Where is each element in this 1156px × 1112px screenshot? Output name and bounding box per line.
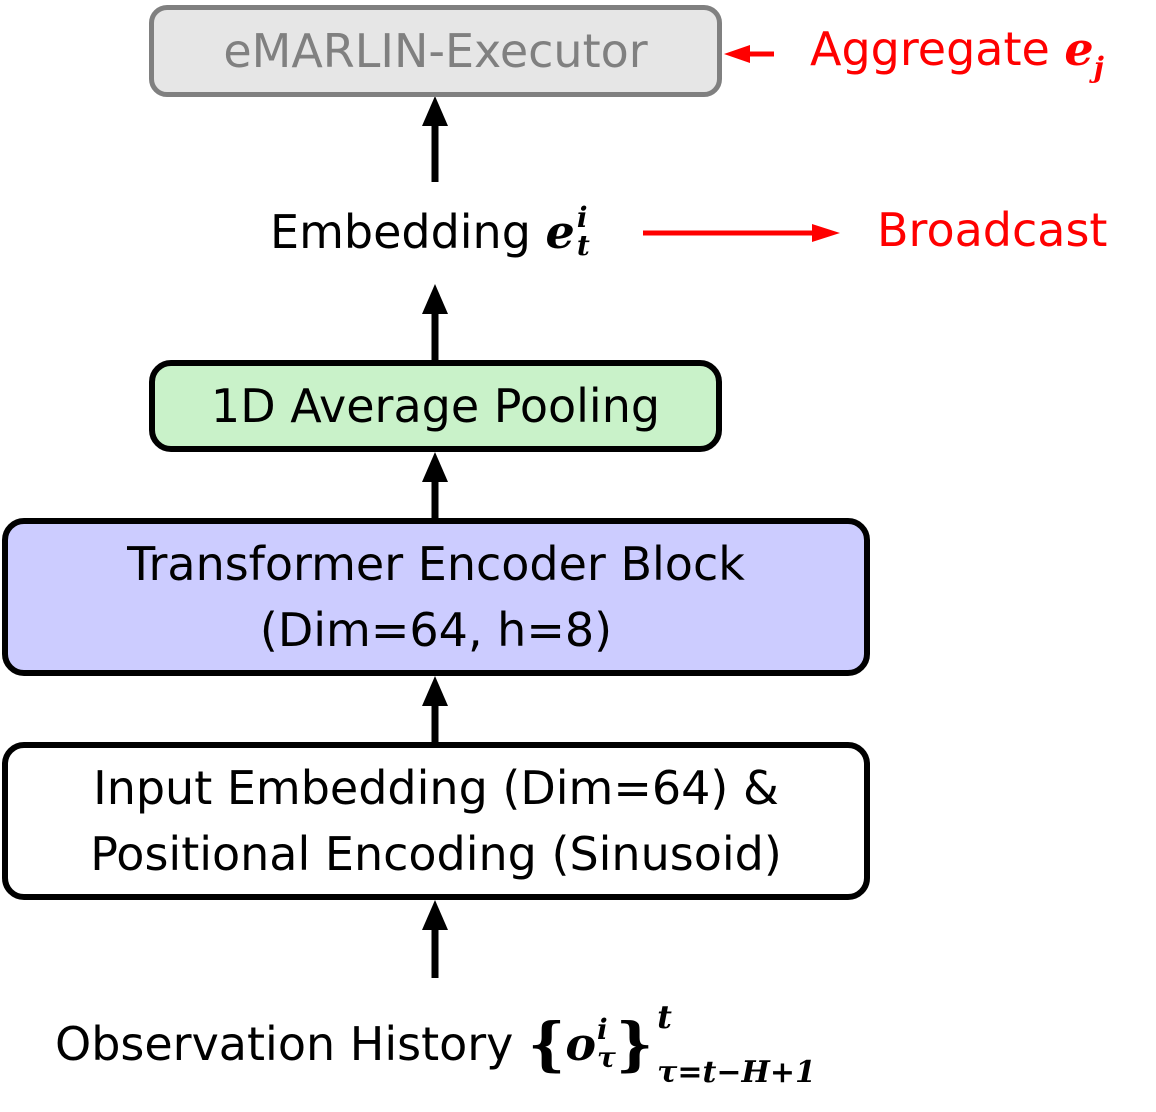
executor-box: eMARLIN-Executor: [149, 5, 722, 97]
aggregate-label: Aggregate ej: [810, 22, 1104, 84]
embedding-sub: t: [576, 228, 590, 262]
arrowhead-broadcast: [812, 224, 840, 242]
arrowhead-observation-to-input: [422, 900, 448, 930]
input-line2: Positional Encoding (Sinusoid): [90, 827, 782, 881]
input-embedding-box: Input Embedding (Dim=64) & Positional En…: [2, 742, 870, 900]
broadcast-label: Broadcast: [877, 203, 1108, 257]
arrowhead-embedding-to-executor: [422, 96, 448, 126]
arrowhead-aggregate: [724, 45, 750, 63]
observation-sub: τ: [597, 1041, 616, 1074]
observation-open-brace: {: [528, 1010, 566, 1078]
pooling-label: 1D Average Pooling: [210, 379, 661, 433]
pooling-box: 1D Average Pooling: [149, 360, 722, 452]
executor-label: eMARLIN-Executor: [223, 24, 648, 78]
arrowhead-input-to-transformer: [422, 676, 448, 706]
arrowhead-pooling-to-embedding: [422, 284, 448, 314]
observation-text: Observation History: [55, 1017, 529, 1071]
transformer-box: Transformer Encoder Block (Dim=64, h=8): [2, 518, 870, 676]
embedding-text: Embedding: [270, 205, 546, 259]
observation-lower: τ=t−H+1: [657, 1055, 816, 1090]
observation-close-brace: }: [615, 1010, 654, 1078]
observation-sup: i: [597, 1013, 608, 1046]
embedding-sup: i: [576, 200, 588, 234]
aggregate-var: e: [1064, 22, 1094, 76]
observation-upper: t: [657, 998, 672, 1036]
arrowhead-transformer-to-pooling: [422, 452, 448, 482]
transformer-line2: (Dim=64, h=8): [259, 603, 613, 657]
embedding-var: e: [545, 205, 575, 259]
aggregate-text: Aggregate: [810, 22, 1065, 76]
transformer-line1: Transformer Encoder Block: [127, 537, 745, 591]
input-line1: Input Embedding (Dim=64) &: [93, 761, 779, 815]
observation-var: o: [565, 1017, 597, 1071]
aggregate-sub: j: [1093, 51, 1104, 84]
